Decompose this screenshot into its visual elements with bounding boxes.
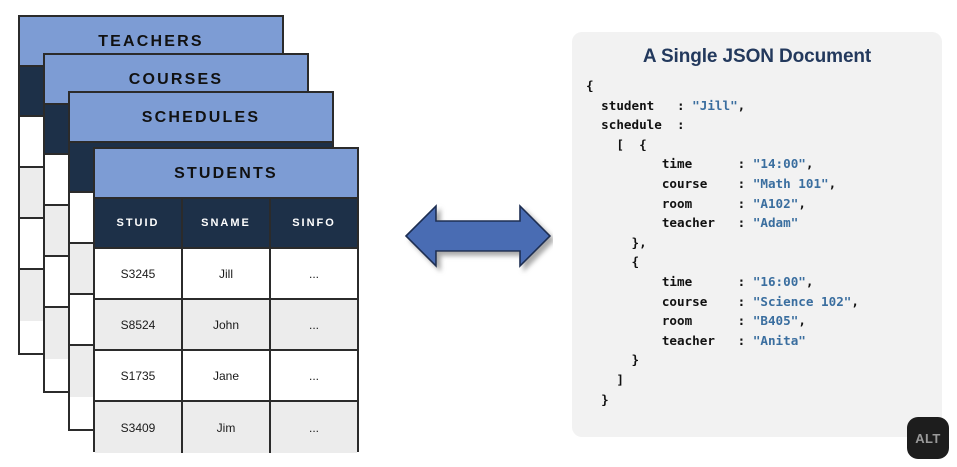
json-value: "14:00": [752, 156, 806, 172]
json-line: },: [586, 233, 942, 253]
students-table-header: STUID SNAME SINFO: [95, 199, 357, 249]
json-key: course :: [586, 175, 753, 191]
json-punct: {: [586, 78, 594, 93]
table-card-title: STUDENTS: [95, 149, 357, 199]
cell-stuid: S3245: [95, 249, 183, 298]
json-document-panel: A Single JSON Document { student : "Jill…: [572, 32, 942, 437]
table-card-title: SCHEDULES: [70, 93, 332, 143]
json-line: student : "Jill",: [586, 96, 942, 116]
json-line: time : "14:00",: [586, 154, 942, 174]
alt-badge[interactable]: ALT: [907, 417, 949, 459]
table-row[interactable]: S3245 Jill ...: [95, 249, 357, 300]
json-line: teacher : "Anita": [586, 331, 942, 351]
json-punct: ,: [805, 273, 814, 289]
json-value: "16:00": [752, 273, 806, 289]
json-panel-title: A Single JSON Document: [642, 46, 872, 67]
json-value: "Math 101": [752, 175, 829, 191]
json-line: {: [586, 252, 942, 272]
json-key: time :: [586, 273, 753, 289]
json-punct: ,: [805, 156, 814, 172]
json-line: ]: [586, 370, 942, 390]
json-line: schedule :: [586, 115, 942, 135]
cell-sinfo: ...: [308, 266, 319, 281]
json-punct: ,: [737, 97, 746, 113]
cell-sinfo: ...: [308, 317, 319, 332]
json-line: }: [586, 350, 942, 370]
students-table: STUID SNAME SINFO S3245 Jill ... S8524 J…: [95, 199, 357, 453]
double-arrow-icon: [404, 204, 552, 268]
table-card-students[interactable]: STUDENTS STUID SNAME SINFO S3245 Jill ..…: [93, 147, 359, 453]
json-line: course : "Math 101",: [586, 174, 942, 194]
cell-sname: Jim: [183, 402, 271, 453]
cell-stuid: S1735: [95, 351, 183, 400]
json-line: time : "16:00",: [586, 272, 942, 292]
json-key: course :: [586, 293, 753, 309]
json-key: teacher :: [586, 215, 753, 231]
json-line: room : "B405",: [586, 311, 942, 331]
cell-sinfo: ...: [308, 368, 319, 383]
json-punct: [ {: [586, 136, 647, 152]
json-key: room :: [586, 313, 753, 329]
json-value: "Adam": [752, 215, 799, 231]
json-line: course : "Science 102",: [586, 292, 942, 312]
cell-sname: Jane: [183, 351, 271, 400]
json-key: schedule :: [586, 117, 693, 133]
column-header-stuid: STUID: [95, 199, 183, 247]
json-line: teacher : "Adam": [586, 213, 942, 233]
json-punct: ,: [851, 293, 859, 309]
cell-stuid: S8524: [95, 300, 183, 349]
relational-table-stack: TEACHERS COURSES SCHEDULES: [0, 0, 400, 467]
json-line: [ {: [586, 135, 942, 155]
column-header-sname: SNAME: [183, 199, 271, 247]
json-key: teacher :: [586, 332, 753, 348]
json-value: "B405": [752, 313, 799, 329]
json-punct: }: [586, 391, 609, 407]
json-key: student :: [586, 97, 693, 113]
json-line: }: [586, 390, 942, 410]
json-punct: {: [586, 254, 640, 270]
json-value: "Jill": [692, 97, 738, 113]
json-punct: ,: [828, 175, 837, 191]
json-punct: },: [586, 234, 647, 250]
table-row[interactable]: S8524 John ...: [95, 300, 357, 351]
json-punct: ,: [798, 195, 806, 211]
json-line: room : "A102",: [586, 194, 942, 214]
cell-sname: John: [183, 300, 271, 349]
table-row[interactable]: S3409 Jim ...: [95, 402, 357, 453]
json-punct: ]: [586, 371, 624, 387]
json-value: "A102": [752, 195, 799, 211]
json-value: "Anita": [752, 332, 806, 348]
cell-stuid: S3409: [95, 402, 183, 453]
json-key: time :: [586, 156, 753, 172]
json-punct: }: [586, 352, 640, 368]
column-header-sinfo: SINFO: [292, 217, 336, 229]
json-key: room :: [586, 195, 753, 211]
table-row[interactable]: S1735 Jane ...: [95, 351, 357, 402]
json-value: "Science 102": [752, 293, 852, 309]
json-line: {: [586, 76, 942, 96]
json-code-block: { student : "Jill", schedule : [ { time …: [572, 76, 942, 409]
json-punct: ,: [798, 313, 806, 329]
cell-sname: Jill: [183, 249, 271, 298]
bidirectional-mapping-arrow: [403, 196, 553, 276]
cell-sinfo: ...: [308, 420, 319, 435]
